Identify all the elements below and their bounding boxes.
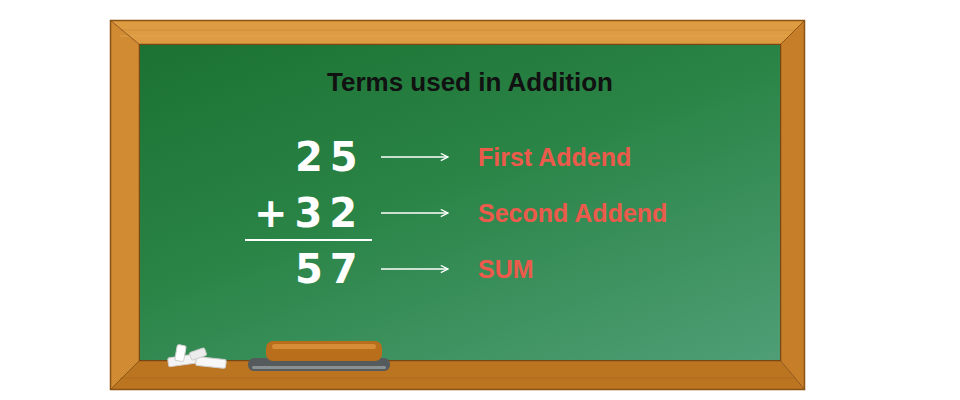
eraser-handle bbox=[266, 341, 382, 361]
board-title: Terms used in Addition bbox=[140, 45, 780, 98]
eraser-base bbox=[248, 358, 390, 371]
number-text: 25 bbox=[295, 135, 365, 179]
term-box: SUM bbox=[448, 252, 538, 286]
chalk bbox=[196, 356, 227, 368]
number-box: 57 bbox=[291, 245, 381, 293]
chalk bbox=[189, 348, 207, 361]
frame-joint bbox=[780, 360, 805, 390]
wood-grain bbox=[120, 30, 795, 31]
chalk bbox=[175, 344, 187, 361]
frame-joint bbox=[780, 20, 805, 45]
term-box: First Addend bbox=[448, 140, 636, 174]
frame-top bbox=[110, 20, 805, 45]
wood-grain bbox=[120, 378, 795, 379]
term-label: SUM bbox=[478, 254, 534, 284]
eraser-shine bbox=[272, 344, 376, 349]
arrow-connector bbox=[381, 268, 448, 269]
arrow-connector bbox=[381, 156, 448, 157]
chalk-pieces bbox=[168, 344, 227, 368]
chalkboard: Terms used in Addition25First Addend+32S… bbox=[140, 45, 780, 360]
frame-outline bbox=[111, 21, 805, 390]
sum-line bbox=[245, 239, 372, 241]
term-label: First Addend bbox=[478, 142, 631, 172]
frame-right bbox=[780, 20, 805, 390]
wood-grain bbox=[120, 36, 790, 37]
chalk bbox=[168, 354, 197, 367]
frame-joint bbox=[110, 360, 140, 390]
number-text: +32 bbox=[254, 191, 364, 235]
term-box: Second Addend bbox=[448, 196, 672, 230]
frame-bottom bbox=[110, 360, 805, 390]
number-box: 25 bbox=[291, 133, 381, 181]
number-text: 57 bbox=[295, 247, 365, 291]
board-outline bbox=[140, 45, 781, 361]
number-box: +32 bbox=[250, 189, 381, 237]
eraser-highlight bbox=[252, 366, 386, 369]
frame-left bbox=[110, 20, 140, 390]
term-label: Second Addend bbox=[478, 198, 667, 228]
arrow-connector bbox=[381, 212, 448, 213]
frame-joint bbox=[110, 20, 140, 45]
